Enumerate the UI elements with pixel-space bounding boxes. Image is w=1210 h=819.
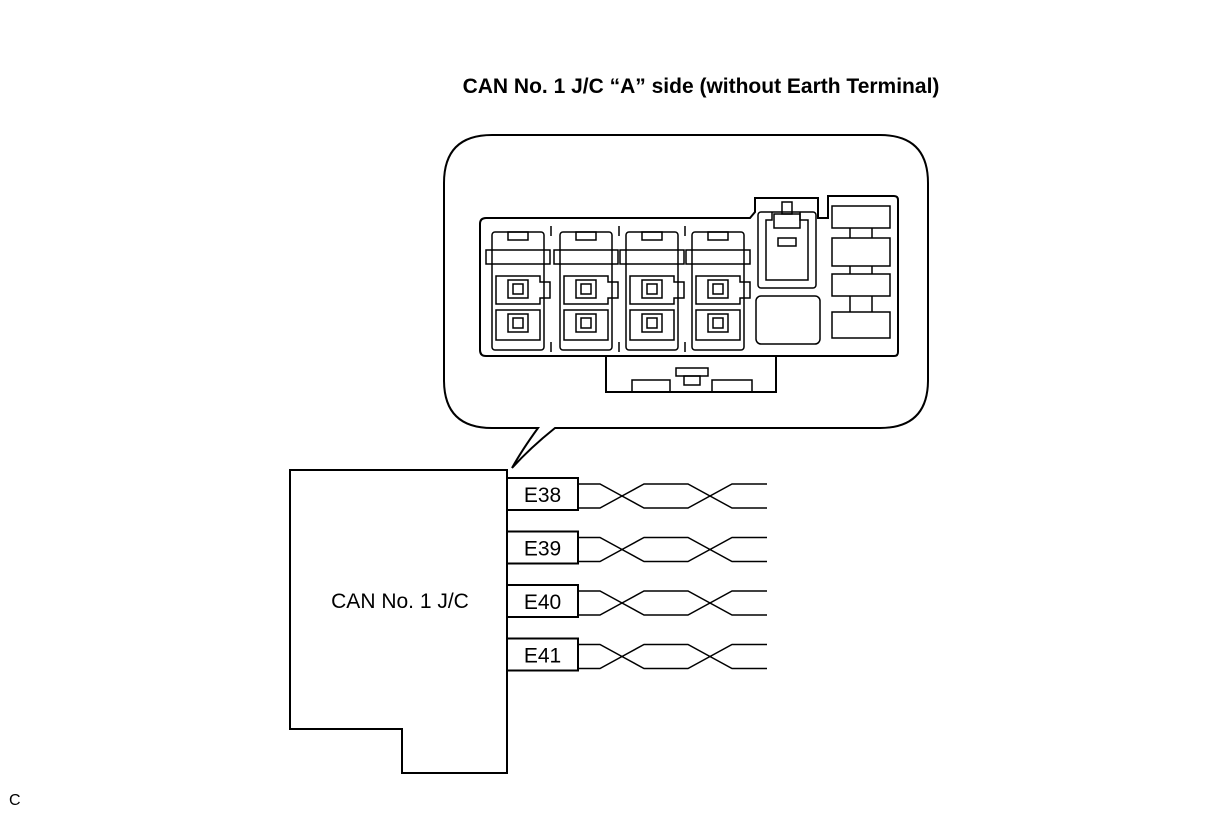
latch-block bbox=[755, 201, 821, 345]
twisted-pair-wire bbox=[578, 590, 767, 616]
connector-callout-bubble bbox=[443, 134, 929, 469]
connector-e39: E39 bbox=[506, 530, 767, 565]
terminal-cavity bbox=[553, 231, 619, 351]
terminal-cavity bbox=[485, 231, 551, 351]
corner-mark: C bbox=[9, 792, 21, 809]
connector-face-drawing bbox=[479, 195, 899, 393]
diagram-title: CAN No. 1 J/C “A” side (without Earth Te… bbox=[463, 75, 940, 98]
connector-label: E40 bbox=[524, 591, 561, 614]
twisted-pair-wire bbox=[578, 590, 767, 616]
twisted-pair-wire bbox=[578, 643, 767, 670]
connector-e41: E41 bbox=[506, 637, 767, 672]
junction-label: CAN No. 1 J/C bbox=[331, 590, 469, 613]
junction-block bbox=[289, 469, 508, 774]
terminal-cavity bbox=[685, 231, 751, 351]
connector-label: E39 bbox=[524, 538, 561, 561]
connector-box bbox=[506, 584, 579, 618]
connector-box bbox=[506, 530, 579, 565]
twisted-pair-wire bbox=[578, 536, 767, 563]
twisted-pair-wire bbox=[578, 483, 767, 509]
connector-e38: E38 bbox=[506, 477, 767, 511]
connector-label: E41 bbox=[524, 645, 561, 668]
connector-box bbox=[506, 637, 579, 672]
twisted-pair-wire bbox=[578, 536, 767, 563]
twisted-pair-wire bbox=[578, 483, 767, 509]
twisted-pair-wire bbox=[578, 643, 767, 670]
terminal-cavity bbox=[619, 231, 685, 351]
guide-slots bbox=[831, 205, 891, 339]
connector-e40: E40 bbox=[506, 584, 767, 618]
connector-box bbox=[506, 477, 579, 511]
connector-label: E38 bbox=[524, 484, 561, 507]
